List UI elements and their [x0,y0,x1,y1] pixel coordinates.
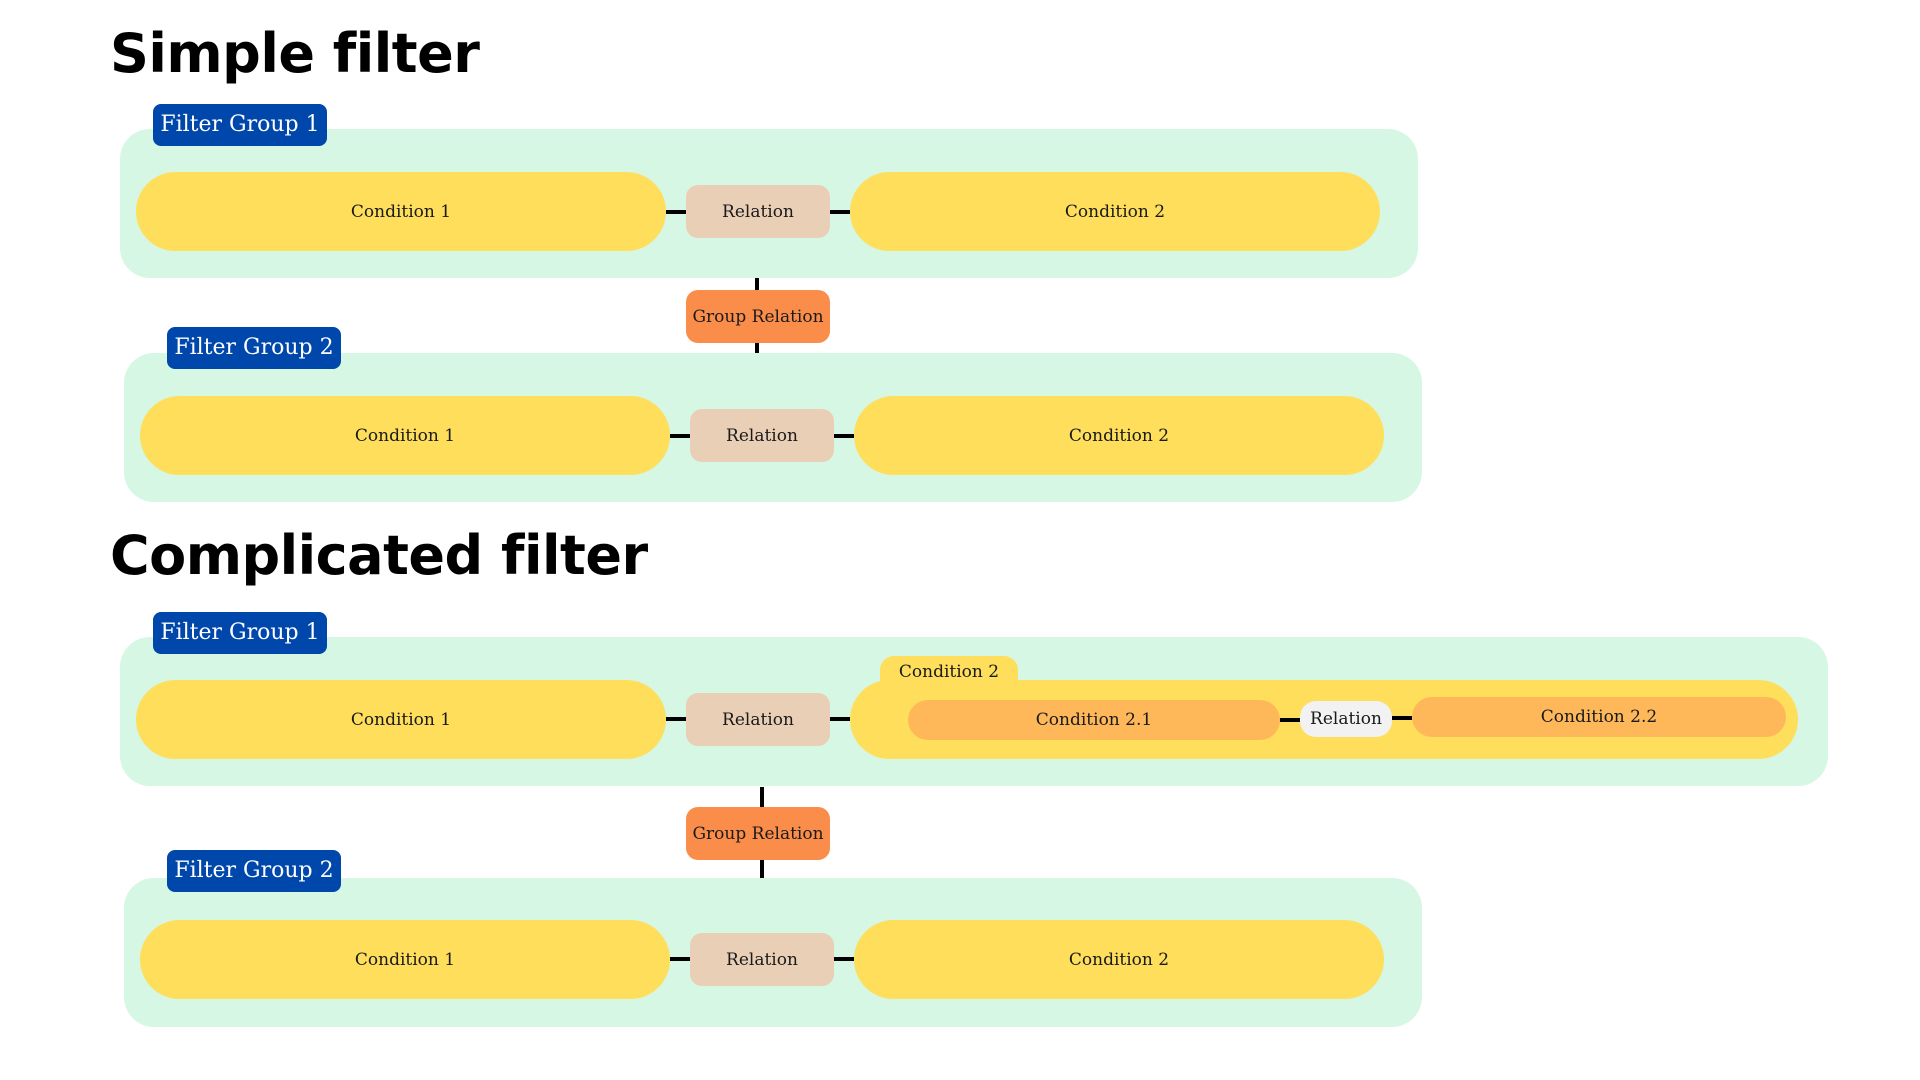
complicated-group-relation: Group Relation [686,807,830,860]
connector-line [834,957,854,961]
condition-label: Condition 2 [898,662,1000,682]
complicated-group-2-condition-2: Condition 2 [854,920,1384,999]
group-relation-label: Group Relation [692,823,824,844]
connector-line [760,860,764,878]
simple-filter-title: Simple filter [110,22,480,85]
condition-2-relation: Relation [1300,701,1392,737]
connector-line [830,717,850,721]
condition-label: Condition 1 [354,425,456,446]
simple-group-1-condition-2: Condition 2 [850,172,1380,251]
relation-label: Relation [722,201,794,222]
simple-group-2-condition-1: Condition 1 [140,396,670,475]
complicated-filter-title: Complicated filter [110,524,648,587]
simple-group-2-relation: Relation [690,409,834,462]
condition-label: Condition 1 [350,201,452,222]
relation-label: Relation [1310,709,1382,729]
complicated-group-2-label: Filter Group 2 [167,850,341,892]
condition-label: Condition 1 [350,709,452,730]
condition-label: Condition 2.2 [1540,707,1658,727]
connector-line [755,343,759,353]
condition-label: Condition 1 [354,949,456,970]
condition-label: Condition 2 [1064,201,1166,222]
relation-label: Relation [722,709,794,730]
connector-line [1392,716,1412,720]
simple-group-2-label: Filter Group 2 [167,327,341,369]
simple-group-1-condition-1: Condition 1 [136,172,666,251]
simple-group-1-relation: Relation [686,185,830,238]
connector-line [670,957,690,961]
connector-line [834,434,854,438]
simple-group-relation: Group Relation [686,290,830,343]
complicated-group-1-condition-1: Condition 1 [136,680,666,759]
group-relation-label: Group Relation [692,306,824,327]
connector-line [666,210,686,214]
simple-group-2-condition-2: Condition 2 [854,396,1384,475]
complicated-group-2-relation: Relation [690,933,834,986]
connector-line [666,717,686,721]
condition-label: Condition 2.1 [1035,710,1153,730]
connector-line [670,434,690,438]
simple-group-1-label: Filter Group 1 [153,104,327,146]
condition-2-1: Condition 2.1 [908,700,1280,740]
complicated-group-1-label: Filter Group 1 [153,612,327,654]
condition-2-2: Condition 2.2 [1412,697,1786,737]
complicated-group-2-condition-1: Condition 1 [140,920,670,999]
relation-label: Relation [726,425,798,446]
connector-line [755,278,759,292]
condition-label: Condition 2 [1068,425,1170,446]
complicated-group-1-relation: Relation [686,693,830,746]
connector-line [830,210,850,214]
connector-line [760,787,764,807]
condition-label: Condition 2 [1068,949,1170,970]
connector-line [1280,718,1300,722]
relation-label: Relation [726,949,798,970]
